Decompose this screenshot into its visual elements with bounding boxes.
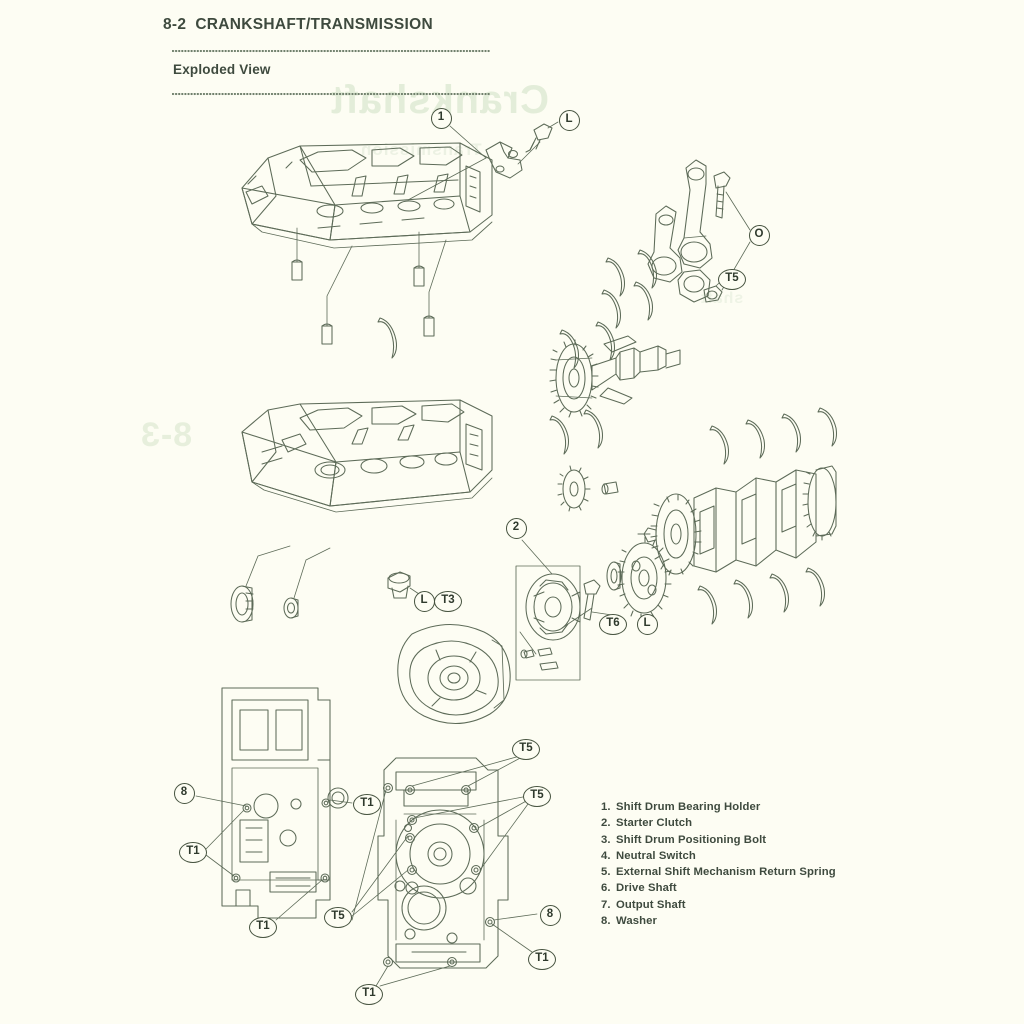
starter-idle-gear — [617, 536, 672, 620]
legend-item-number: 8. — [601, 915, 611, 928]
callout-t6: T6 — [599, 613, 627, 635]
oil-seal-small — [283, 597, 299, 619]
upper-crankcase — [241, 142, 493, 249]
legend-item: 4. Neutral Switch — [601, 848, 836, 864]
legend-item-number: 1. — [601, 801, 611, 813]
legend-item: 2. Starter Clutch — [601, 815, 836, 831]
page-title: CRANKSHAFT/TRANSMISSION — [195, 16, 433, 33]
legend-item: 5. External Shift Mechanism Return Spring — [601, 864, 836, 880]
callout-t1: T1 — [249, 916, 277, 938]
bearing-shells-group-a — [601, 249, 658, 329]
bearing-shells-group-b — [549, 321, 616, 455]
section-label: Exploded View — [173, 62, 271, 77]
crankcase-plan-right — [377, 757, 509, 969]
callout-8: 8 — [539, 904, 561, 926]
connecting-rods — [647, 159, 713, 303]
legend-item-number: 3. — [601, 833, 611, 846]
legend-item-label: Starter Clutch — [616, 817, 693, 830]
callout-1: 1 — [430, 107, 452, 129]
legend-item: 3. Shift Drum Positioning Bolt — [601, 832, 836, 848]
callout-t1: T1 — [528, 948, 556, 970]
balancer-shaft — [549, 335, 681, 418]
callout-l: L — [558, 109, 580, 131]
washer-ring — [606, 561, 622, 591]
legend-item-number: 6. — [601, 882, 611, 895]
legend-item-label: Shift Drum Bearing Holder — [616, 801, 761, 813]
starter-clutch-bolt — [583, 579, 601, 621]
legend-item: 6. Drive Shaft — [601, 880, 836, 896]
legend-item-number: 7. — [601, 898, 611, 911]
legend-item-number: 2. — [601, 817, 611, 830]
oil-seal-large — [230, 585, 254, 623]
callout-t1: T1 — [353, 793, 381, 815]
legend-item-label: Shift Drum Positioning Bolt — [616, 833, 767, 846]
dotted-rule-top — [172, 50, 490, 53]
bleed-through-subtitle: Transmission — [360, 140, 482, 159]
callout-8: 8 — [173, 782, 195, 804]
legend-item-label: Neutral Switch — [616, 849, 696, 862]
starter-clutch — [519, 573, 581, 671]
dotted-rule-bottom — [172, 93, 490, 96]
woodruff-key — [601, 481, 619, 495]
page-number: 8-2 — [163, 16, 187, 33]
shift-drum-bearing-holder — [485, 141, 523, 179]
legend-item-label: Drive Shaft — [616, 882, 677, 895]
callout-t5: T5 — [324, 906, 352, 928]
callout-l: L — [413, 590, 435, 612]
lower-crankcase — [241, 399, 493, 513]
callout-t1: T1 — [179, 841, 207, 863]
shift-drum-holder-bolt — [525, 123, 553, 153]
legend-item: 7. Output Shaft — [601, 897, 836, 913]
crankshaft — [637, 465, 837, 576]
callout-t1: T1 — [355, 983, 383, 1005]
parts-legend: 1. Shift Drum Bearing Holder 2. Starter Clu… — [601, 799, 836, 929]
legend-item-label: External Shift Mechanism Return Spring — [616, 866, 836, 879]
page-header: 8-2 CRANKSHAFT/TRANSMISSION — [163, 16, 433, 34]
starter-clutch-box — [515, 565, 581, 681]
bleed-through-left: 8-3 — [140, 416, 193, 454]
callout-t5: T5 — [523, 785, 551, 807]
oil-drain-plug — [387, 571, 411, 599]
bearing-shells-crank — [697, 407, 838, 625]
callout-t5: T5 — [512, 738, 540, 760]
dowel-pins-upper — [291, 227, 447, 345]
bearing-shell-upper — [377, 317, 398, 359]
crankcase-plan-left — [221, 687, 349, 919]
callout-t3: T3 — [434, 590, 462, 612]
legend-item: 1. Shift Drum Bearing Holder — [601, 799, 836, 815]
callout-t5: T5 — [718, 268, 746, 290]
callout-o: O — [748, 224, 770, 246]
bleed-through-right: shaft — [700, 290, 744, 307]
flywheel-rotor — [397, 623, 511, 725]
callout-2: 2 — [505, 517, 527, 539]
legend-item-number: 4. — [601, 849, 611, 862]
legend-item-label: Output Shaft — [616, 898, 686, 911]
legend-item-number: 5. — [601, 866, 611, 879]
callout-l: L — [636, 613, 658, 635]
idler-gear — [557, 465, 591, 512]
legend-item: 8. Washer — [601, 913, 836, 929]
legend-item-label: Washer — [616, 915, 657, 928]
